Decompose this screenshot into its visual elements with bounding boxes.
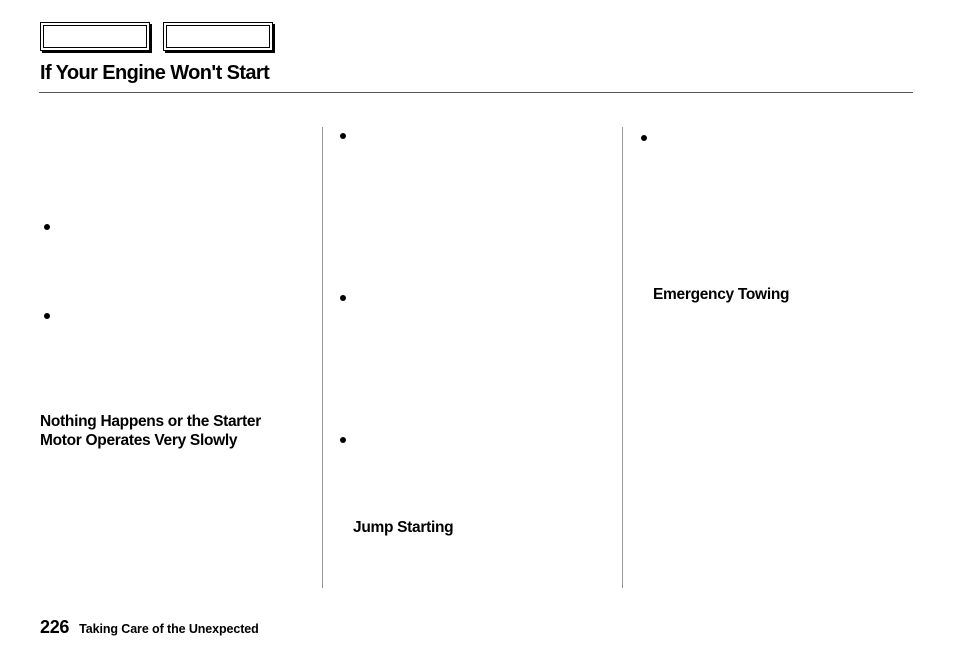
page-title: If Your Engine Won't Start: [40, 62, 270, 84]
next-page-button[interactable]: [163, 22, 273, 51]
bullet-icon: [340, 437, 346, 443]
bullet-icon: [44, 224, 50, 230]
column-divider: [322, 127, 323, 588]
section-heading-nothing-happens: Nothing Happens or the Starter Motor Ope…: [40, 412, 300, 450]
bullet-icon: [44, 313, 50, 319]
bullet-icon: [340, 295, 346, 301]
section-name: Taking Care of the Unexpected: [79, 622, 259, 636]
bullet-icon: [340, 133, 346, 139]
button-frame: [166, 25, 270, 48]
bullet-icon: [641, 135, 647, 141]
column-divider: [622, 127, 623, 588]
page-footer: 226 Taking Care of the Unexpected: [40, 617, 259, 638]
button-frame: [43, 25, 147, 48]
page-number: 226: [40, 617, 70, 637]
section-heading-line: Nothing Happens or the Starter Motor Ope…: [40, 413, 261, 449]
previous-page-button[interactable]: [40, 22, 150, 51]
title-divider: [39, 92, 913, 93]
section-heading-emergency-towing: Emergency Towing: [653, 286, 790, 303]
section-heading-jump-starting: Jump Starting: [353, 519, 454, 536]
